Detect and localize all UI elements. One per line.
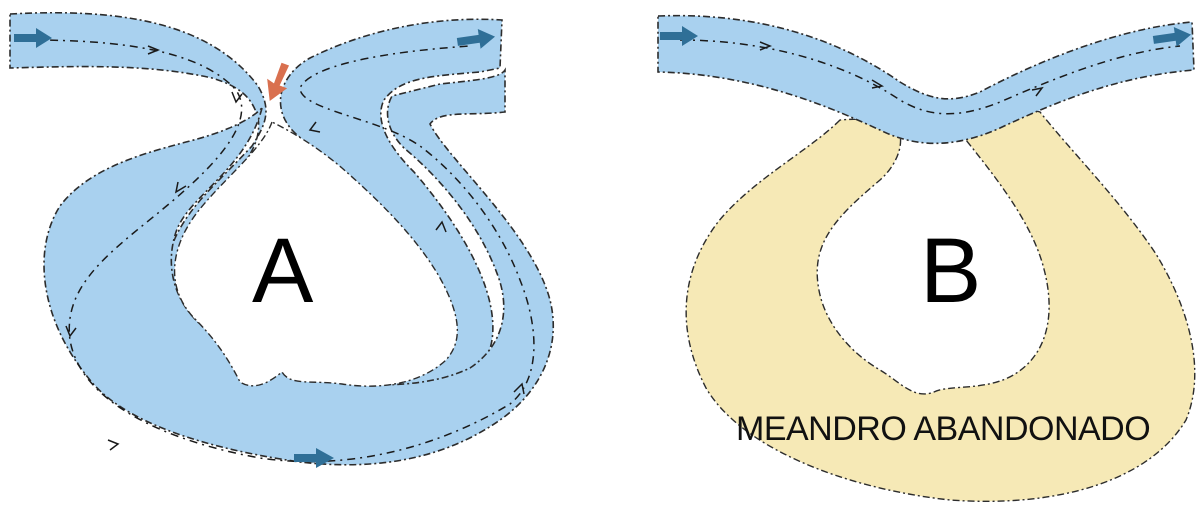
panel-a: A <box>10 13 553 468</box>
panel-label-b: B <box>920 220 981 322</box>
abandoned-meander-label: MEANDRO ABANDONADO <box>736 410 1150 448</box>
river-channel-b <box>658 16 1194 144</box>
panel-b: B MEANDRO ABANDONADO <box>658 16 1195 502</box>
panel-label-a: A <box>252 220 314 322</box>
